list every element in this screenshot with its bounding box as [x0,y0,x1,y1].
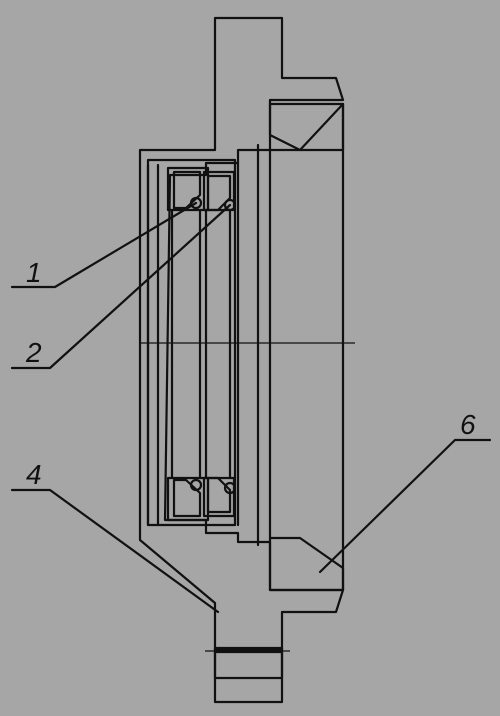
callout-1: 1 [26,257,42,288]
seal-top [166,166,237,212]
bore-outline [236,102,345,592]
housing-body [138,16,345,704]
sleeve-lines [146,163,232,527]
callout-2: 2 [25,337,42,368]
ring-top [268,102,345,152]
seal-bottom [166,476,237,522]
leader-lines [10,201,492,614]
callout-6: 6 [460,409,476,440]
callout-4: 4 [26,459,42,490]
ring-bottom [268,536,345,592]
